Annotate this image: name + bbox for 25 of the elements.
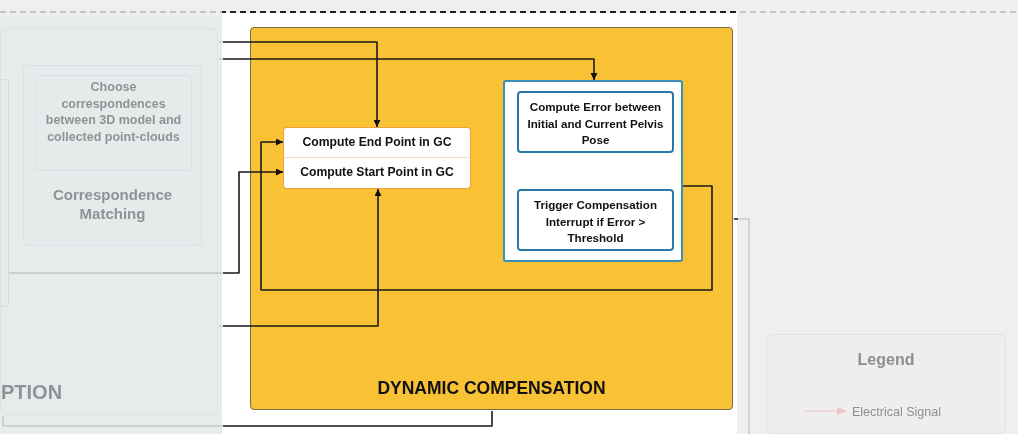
connector-arrow bbox=[218, 188, 382, 327]
legend-panel bbox=[766, 334, 1006, 434]
connector-line bbox=[2, 410, 493, 427]
group-title: DYNAMIC COMPENSATION bbox=[376, 378, 607, 399]
process-group-box bbox=[503, 80, 683, 262]
process-box bbox=[283, 158, 471, 189]
connector-arrow bbox=[218, 41, 381, 128]
process-box bbox=[517, 91, 674, 153]
panel-title: PTION bbox=[1, 381, 63, 404]
process-text: Compute End Point in GC bbox=[301, 135, 453, 149]
process-text: Trigger Compensation Interrupt if Error > Threshold bbox=[532, 197, 658, 246]
process-text: Compute Error between Initial and Current Pelvis Pose bbox=[526, 99, 665, 148]
legend-text: Electrical Signal bbox=[852, 405, 941, 419]
process-box bbox=[517, 189, 674, 251]
group-title: Correspondence Matching bbox=[51, 185, 174, 223]
connector-arrow bbox=[8, 168, 284, 274]
connector-line bbox=[733, 218, 750, 434]
process-text: Compute Start Point in GC bbox=[299, 165, 455, 179]
process-text: Choose correspondences between 3D model and collected point-clouds bbox=[44, 79, 183, 145]
connector-arrow bbox=[260, 138, 713, 291]
faded-panel bbox=[0, 28, 218, 415]
connector-arrow bbox=[218, 58, 598, 81]
legend-title: Legend bbox=[856, 351, 916, 369]
process-box bbox=[283, 127, 471, 158]
faded-box bbox=[0, 79, 9, 307]
